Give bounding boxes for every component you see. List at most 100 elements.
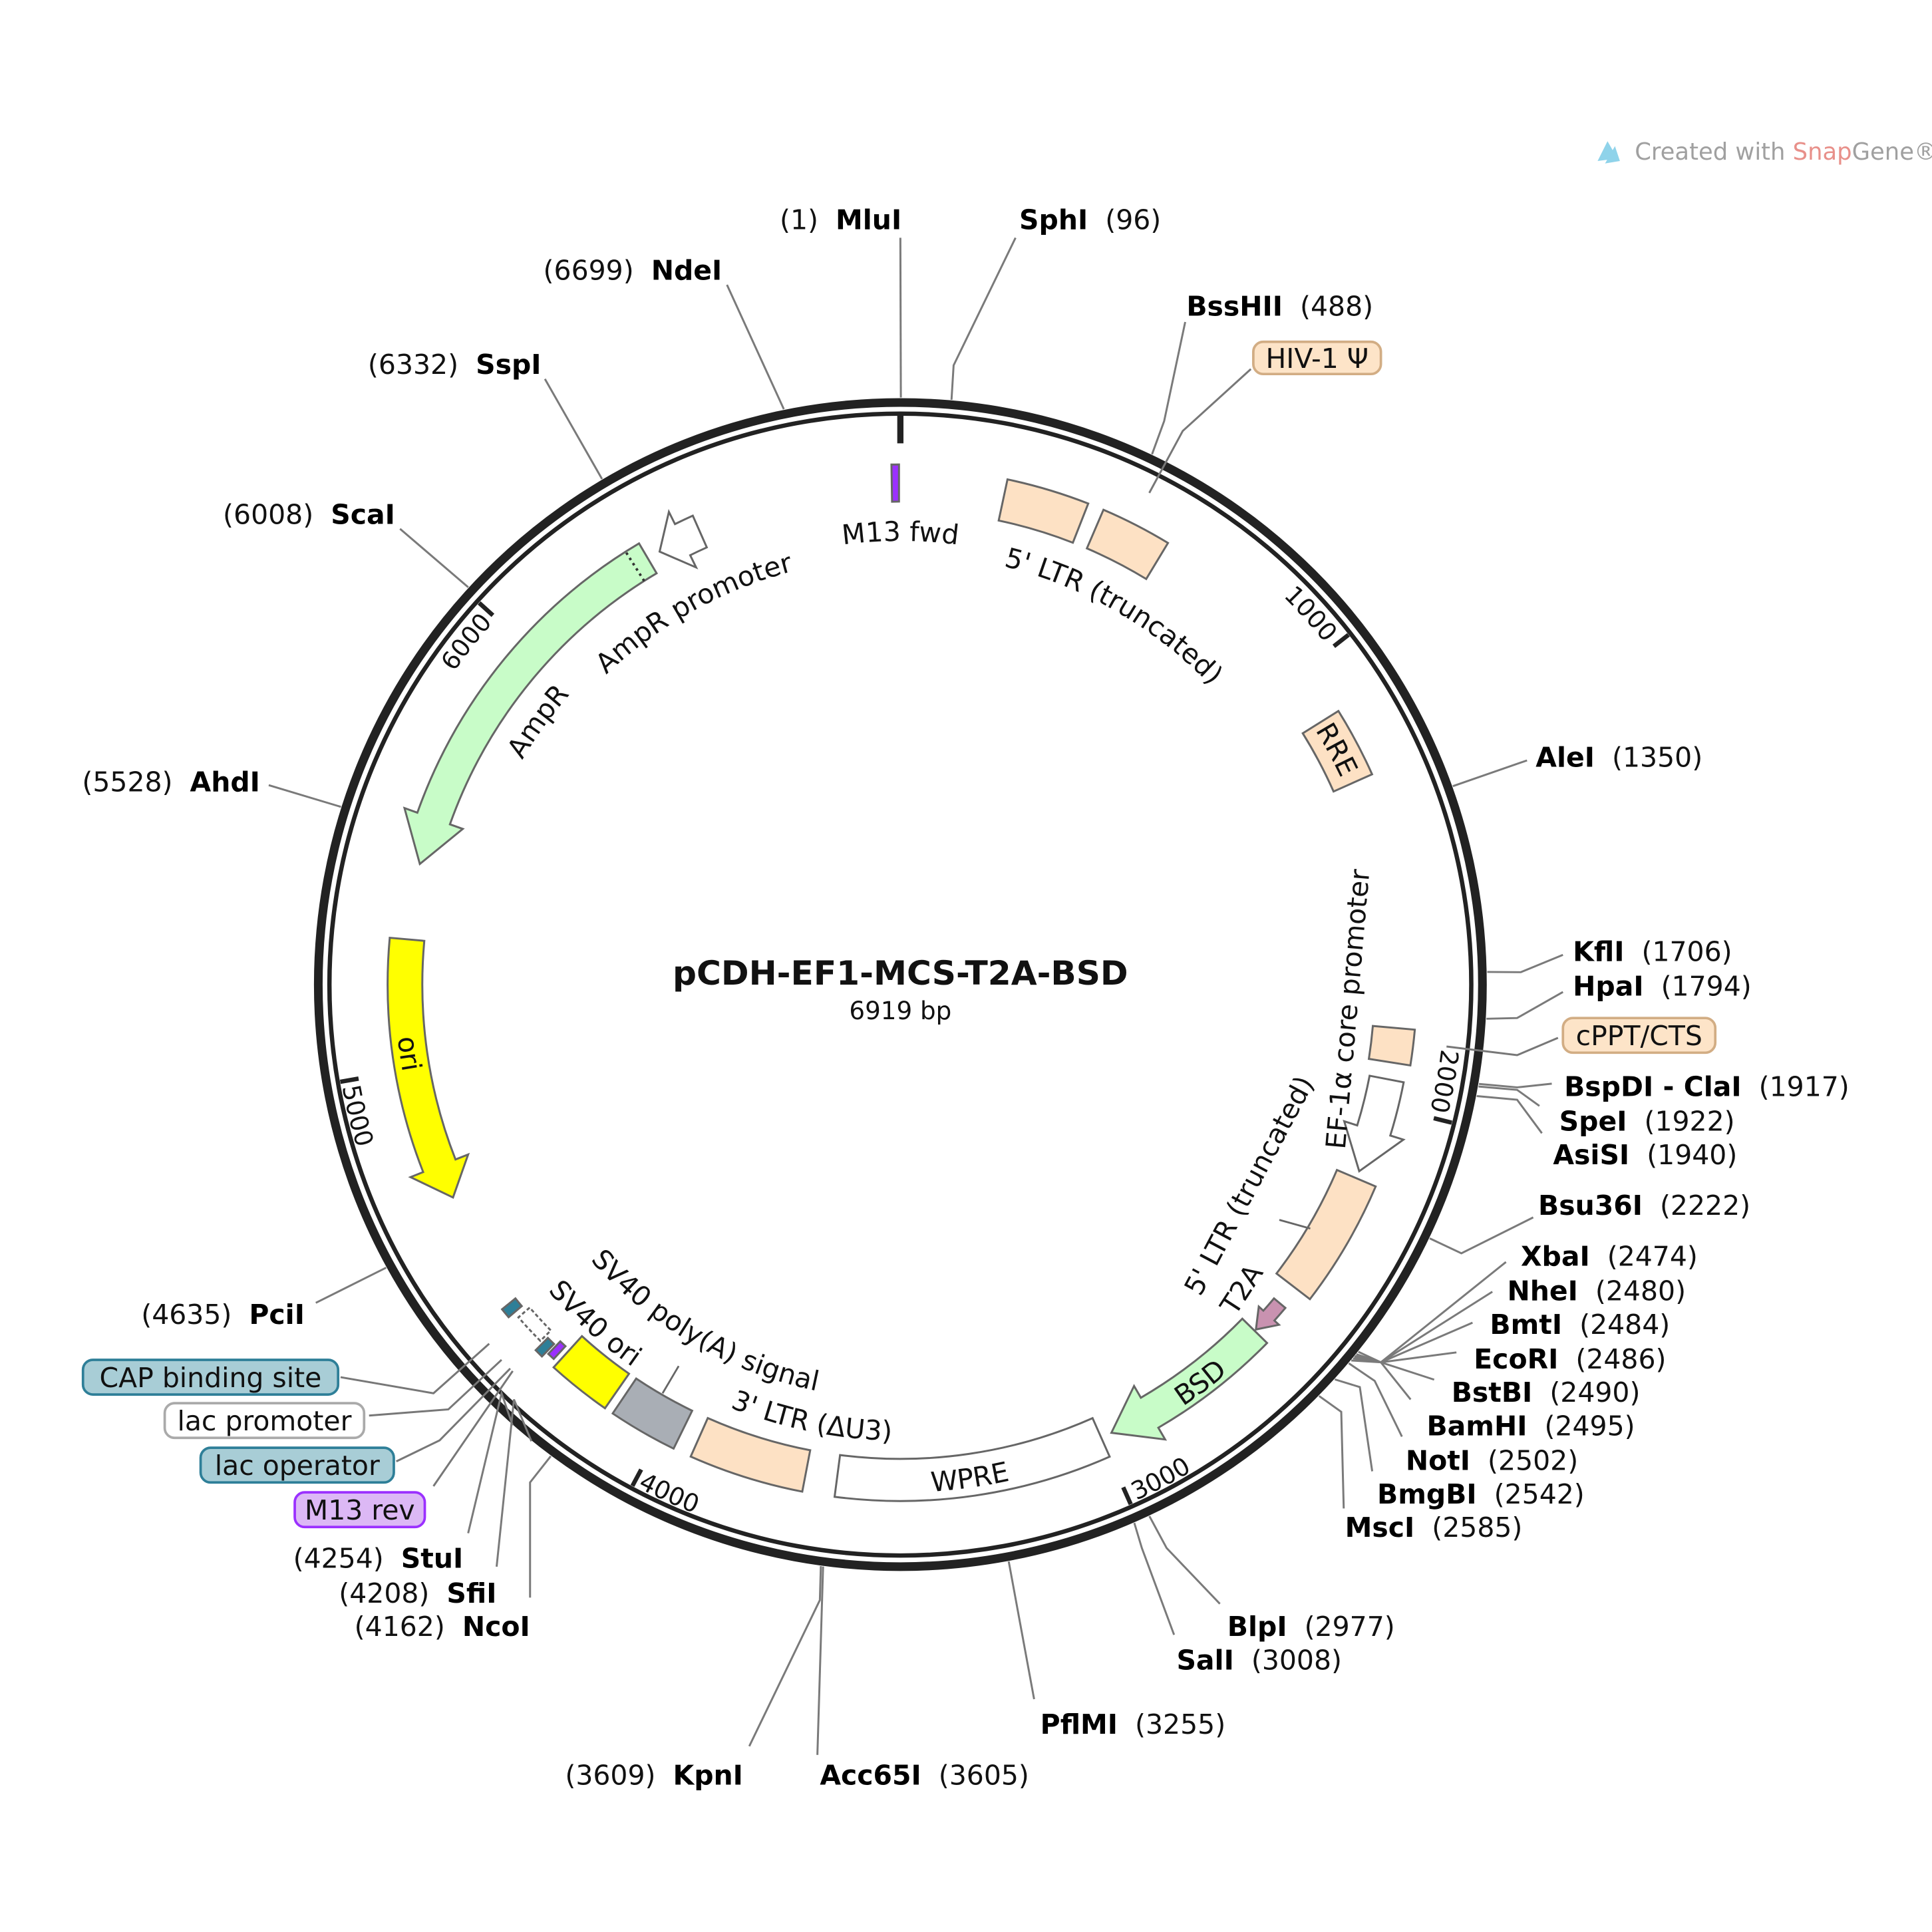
- feature-5-ltr-truncated: [1085, 508, 1170, 581]
- feature-ef-1-core-promoter: [1343, 1074, 1406, 1173]
- feature-m13-fwd: [890, 463, 900, 503]
- enzyme-mlui-label: (1) MluI: [780, 204, 901, 236]
- enzyme-bamhi-name: BamHI: [1426, 1410, 1527, 1442]
- tick-label-3000: 3000: [1126, 1451, 1195, 1506]
- enzyme-hpai-label: HpaI (1794): [1573, 971, 1752, 1003]
- enzyme-pcii-name: PciI: [249, 1299, 305, 1331]
- enzyme-stui-name: StuI: [401, 1543, 463, 1575]
- enzyme-bamhi-position: (2495): [1527, 1410, 1635, 1442]
- enzyme-sfii-position: (4208): [339, 1577, 446, 1609]
- enzyme-sspi-line: [544, 378, 603, 480]
- feature-wpre: [833, 1416, 1111, 1502]
- feature-cap-binding-site: [500, 1297, 524, 1319]
- enzyme-sspi-label: (6332) SspI: [368, 349, 542, 381]
- enzyme-bspdi-clai-position: (1917): [1742, 1070, 1850, 1102]
- watermark-text: Created with SnapGene®: [1635, 138, 1932, 166]
- enzyme-sspi-position: (6332): [368, 349, 476, 381]
- enzyme-xbai-name: XbaI: [1521, 1240, 1590, 1272]
- tick-label-3000-path: 3000: [1126, 1451, 1195, 1506]
- callout-cap-binding-site-text: CAP binding site: [100, 1362, 322, 1394]
- enzyme-bsu36i-label: Bsu36I (2222): [1538, 1190, 1750, 1221]
- enzyme-hpai-position: (1794): [1644, 971, 1752, 1003]
- enzyme-ahdi-name: AhdI: [190, 766, 260, 798]
- feature-ampr: [402, 542, 659, 866]
- enzyme-bmgbi-line: [1334, 1378, 1374, 1472]
- callout-lac-operator-text: lac operator: [215, 1450, 380, 1482]
- enzyme-sali-name: SalI: [1176, 1644, 1233, 1676]
- enzyme-msci-label: MscI (2585): [1345, 1512, 1523, 1543]
- enzyme-stui-position: (4254): [293, 1543, 401, 1575]
- enzyme-msci-name: MscI: [1345, 1512, 1415, 1543]
- enzyme-acc65i-label: Acc65I (3605): [820, 1759, 1029, 1791]
- enzyme-asisi-position: (1940): [1629, 1139, 1737, 1171]
- tick-mark-4000: [630, 1468, 643, 1488]
- enzyme-ndei-line: [726, 284, 785, 410]
- snapgene-logo-icon: [1597, 141, 1620, 164]
- feature-ori: [387, 936, 470, 1199]
- enzyme-kfli-line: [1487, 953, 1563, 973]
- enzyme-xbai-label: XbaI (2474): [1521, 1240, 1698, 1272]
- enzyme-acc65i-name: Acc65I: [820, 1759, 921, 1791]
- enzyme-bsshii-label: BssHII (488): [1186, 291, 1373, 323]
- enzyme-hpai-name: HpaI: [1573, 971, 1643, 1003]
- plasmid-length: 6919 bp: [849, 996, 951, 1025]
- enzyme-hpai-line: [1486, 991, 1563, 1020]
- tick-mark-1000: [1332, 633, 1350, 648]
- label-ori: ori: [391, 1035, 428, 1074]
- enzyme-blpi-line: [1148, 1516, 1221, 1605]
- enzyme-bstbi-label: BstBI (2490): [1452, 1376, 1641, 1408]
- callout-cppt-cts-text: cPPT/CTS: [1576, 1020, 1702, 1052]
- enzyme-bsshii-line: [1151, 321, 1186, 455]
- enzyme-bspdi-clai-name: BspDI - ClaI: [1564, 1070, 1742, 1102]
- enzyme-bsu36i-name: Bsu36I: [1538, 1190, 1643, 1221]
- enzyme-ncoi-name: NcoI: [462, 1611, 530, 1643]
- watermark-registered: ®: [1914, 138, 1932, 166]
- enzyme-bamhi-label: BamHI (2495): [1426, 1410, 1635, 1442]
- enzyme-bspdi-clai-line: [1478, 1082, 1552, 1088]
- callout-cppt-cts-box: [1561, 1017, 1717, 1054]
- enzyme-bstbi-position: (2490): [1532, 1376, 1640, 1408]
- enzyme-kpni-position: (3609): [565, 1759, 673, 1791]
- enzyme-stui-label: (4254) StuI: [293, 1543, 464, 1575]
- enzyme-noti-name: NotI: [1406, 1445, 1470, 1477]
- enzyme-noti-label: NotI (2502): [1406, 1445, 1578, 1477]
- enzyme-scai-label: (6008) ScaI: [223, 498, 395, 530]
- watermark-brand-gene: Gene: [1852, 138, 1914, 166]
- enzyme-alei-label: AleI (1350): [1535, 741, 1702, 773]
- callout-lac-promoter-box: [163, 1402, 366, 1440]
- enzyme-spei-line: [1478, 1085, 1540, 1107]
- enzyme-blpi-name: BlpI: [1227, 1611, 1287, 1643]
- enzyme-mlui-name: MluI: [836, 204, 901, 236]
- callout-cppt-cts-line: [1446, 1037, 1559, 1056]
- enzyme-kfli-name: KflI: [1573, 936, 1624, 968]
- enzyme-bsu36i-position: (2222): [1643, 1190, 1750, 1221]
- callout-lac-promoter-text: lac promoter: [177, 1405, 351, 1437]
- enzyme-kpni-label: (3609) KpnI: [565, 1759, 743, 1791]
- enzyme-alei-name: AleI: [1535, 741, 1595, 773]
- callout-hiv-1-line: [1148, 368, 1252, 494]
- enzyme-nhei-position: (2480): [1578, 1275, 1686, 1307]
- callout-m13-rev-box: [293, 1491, 426, 1529]
- enzyme-kfli-position: (1706): [1624, 936, 1732, 968]
- feature-ampr-promoter: [658, 508, 709, 569]
- enzyme-pcii-label: (4635) PciI: [141, 1299, 305, 1331]
- enzyme-ecori-label: EcoRI (2486): [1474, 1343, 1666, 1375]
- enzyme-ndei-label: (6699) NdeI: [544, 255, 723, 287]
- watermark-brand-snap: Snap: [1793, 138, 1852, 166]
- enzyme-bsu36i-line: [1429, 1216, 1534, 1255]
- enzyme-sali-label: SalI (3008): [1176, 1644, 1342, 1676]
- feature-sv40-poly-a-signal: [611, 1377, 694, 1450]
- tick-mark-6000: [478, 601, 495, 617]
- enzyme-acc65i-line: [816, 1566, 824, 1755]
- enzyme-sphi-label: SphI (96): [1019, 204, 1161, 236]
- enzyme-bspdi-clai-label: BspDI - ClaI (1917): [1564, 1070, 1850, 1102]
- enzyme-spei-position: (1922): [1627, 1106, 1734, 1138]
- enzyme-bmti-name: BmtI: [1490, 1309, 1562, 1341]
- label-m13-fwd: M13 fwd: [840, 516, 961, 552]
- enzyme-scai-name: ScaI: [331, 498, 395, 530]
- enzyme-mlui-line: [899, 238, 902, 398]
- tick-mark-3000: [1121, 1486, 1133, 1506]
- enzyme-scai-position: (6008): [223, 498, 331, 530]
- label-leader-line: [661, 1365, 680, 1394]
